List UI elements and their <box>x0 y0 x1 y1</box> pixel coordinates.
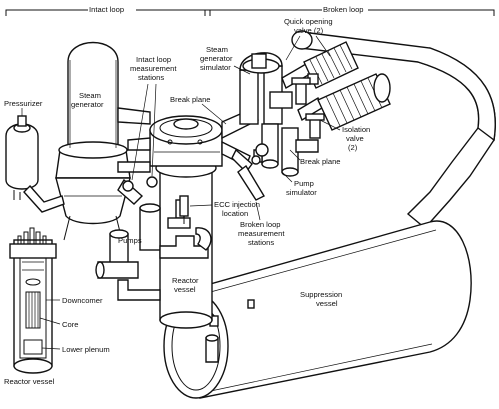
quick-valve-label-line1: Quick opening <box>284 17 333 26</box>
ecc-injection <box>179 195 189 224</box>
quick-valve-lower <box>317 73 391 131</box>
lower-plenum-label: Lower plenum <box>62 345 110 354</box>
pressurizer <box>5 115 65 213</box>
pressurizer-label: Pressurizer <box>4 99 43 108</box>
suppression-vessel-label-line1: Suppression <box>300 290 342 299</box>
break-plane-lower-label: Break plane <box>300 157 341 166</box>
break-plane-upper-label: Break plane <box>170 95 211 104</box>
intact-meas-label-line2: measurement <box>130 64 177 73</box>
reactor-vessel-label-line2: vessel <box>174 285 196 294</box>
broken-loop-measurement <box>231 148 265 201</box>
downcomer-label: Downcomer <box>62 296 103 305</box>
isolation-valve <box>291 77 325 139</box>
reactor-vessel-inset <box>9 227 57 374</box>
suppression-vessel-label-line2: vessel <box>316 299 338 308</box>
broken-meas-label-line1: Broken loop <box>240 220 281 229</box>
broken-meas-label-line2: measurement <box>238 229 285 238</box>
pumps-label: Pumps <box>118 236 142 245</box>
callout-labels: Quick opening valve (2) Steam generator … <box>4 17 370 386</box>
reactor-vessel <box>149 115 223 329</box>
intact-loop-pumps <box>95 203 212 301</box>
ecc-injection-label-line1: ECC injection <box>214 200 260 209</box>
steam-generator-label-line2: generator <box>71 100 104 109</box>
steam-generator <box>55 41 151 241</box>
broken-loop-label: Broken loop <box>323 5 364 14</box>
quick-valve-label-line2: valve (2) <box>294 26 324 35</box>
sg-simulator-label-line3: simulator <box>200 63 231 72</box>
quick-opening-valves <box>291 41 391 139</box>
intact-loop-bracket: Intact loop <box>5 5 211 16</box>
reactor-vessel-label-line1: Reactor <box>172 276 199 285</box>
intact-meas-label-line1: Intact loop <box>136 55 171 64</box>
isolation-valve-label-line3: (2) <box>348 143 358 152</box>
sg-simulator-label-line2: generator <box>200 54 233 63</box>
intact-meas-label-line3: stations <box>138 73 164 82</box>
ecc-injection-label-line2: location <box>222 209 248 218</box>
sg-simulator-label-line1: Steam <box>206 45 228 54</box>
quick-valve-upper <box>303 41 359 89</box>
core-label: Core <box>62 320 78 329</box>
intact-loop-label: Intact loop <box>89 5 124 14</box>
reactor-vessel-inset-caption: Reactor vessel <box>4 377 55 386</box>
suppression-vessel <box>163 30 496 399</box>
broken-meas-label-line3: stations <box>248 238 274 247</box>
broken-loop-bracket: Broken loop <box>204 5 495 16</box>
pump-simulator-label-line1: Pump <box>294 179 314 188</box>
isolation-valve-label-line2: valve <box>346 134 364 143</box>
isolation-valve-label-line1: Isolation <box>342 125 370 134</box>
steam-generator-label-line1: Steam <box>79 91 101 100</box>
pump-simulator-label-line2: simulator <box>286 188 317 197</box>
